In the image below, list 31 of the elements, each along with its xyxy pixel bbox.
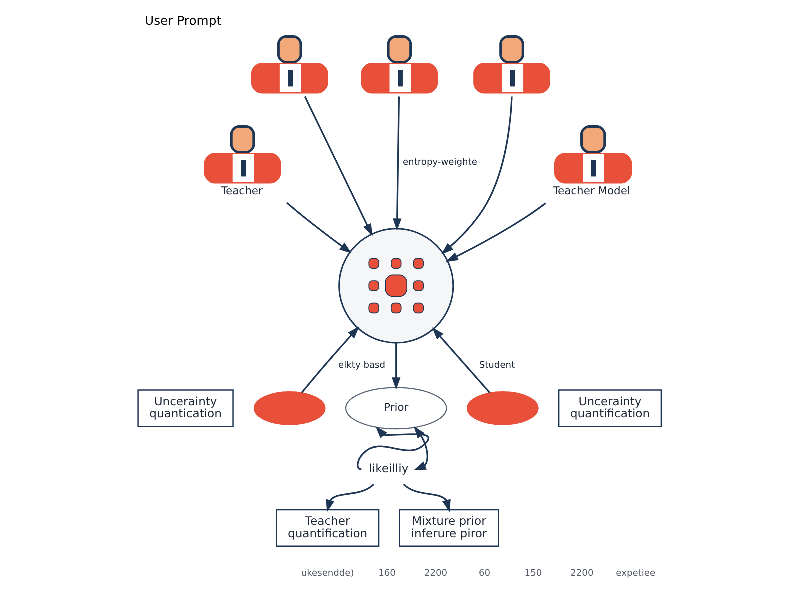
edge-label: entropy-weighte (402, 158, 477, 168)
label: 60 (478, 568, 490, 579)
node-box: Uncerainty quantication (137, 390, 234, 428)
arrow (392, 343, 400, 390)
node-box: Teacher quantification (276, 509, 380, 547)
node-label: Teacher Model (552, 184, 630, 198)
label: 2200 (424, 568, 448, 579)
node-text: likeilliy (368, 462, 408, 476)
node-cloud (253, 392, 326, 426)
edge-label: elkty basd (338, 360, 386, 371)
arrow (392, 96, 402, 232)
node-ellipse: Prior (344, 387, 447, 430)
label: 160 (378, 568, 396, 579)
edge-label: Student (478, 360, 515, 371)
arrow (300, 326, 360, 394)
arrow (326, 484, 374, 512)
arrow (304, 96, 372, 236)
label: 150 (524, 568, 542, 579)
arrow (440, 96, 512, 255)
node-cloud (466, 392, 538, 426)
node-box: Uncerainty quantification (558, 390, 662, 428)
node-box: Mixture prior inferure piror (398, 509, 499, 547)
label: expetiee (616, 568, 656, 579)
arrow (286, 202, 352, 254)
label: ukesendde) (300, 568, 354, 579)
label: 2200 (570, 568, 594, 579)
node-label: Teacher (220, 184, 262, 198)
arrow (432, 328, 490, 394)
arrow (445, 202, 546, 262)
arrow (402, 484, 450, 512)
diagram-title: User Prompt (144, 14, 222, 28)
